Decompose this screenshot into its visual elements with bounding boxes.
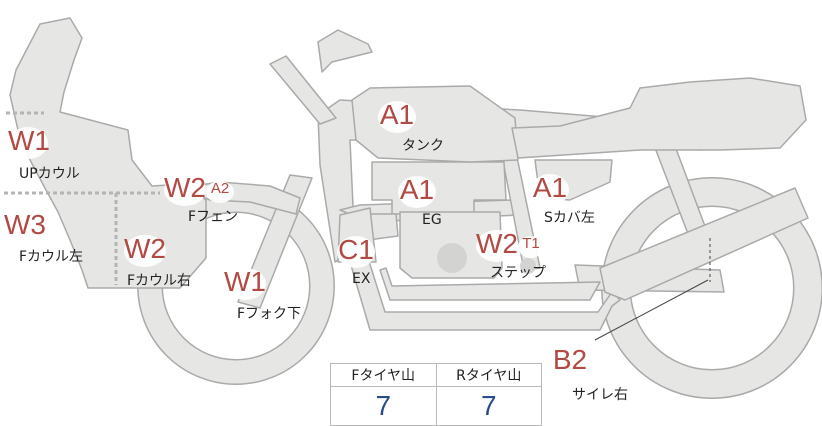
step-sub-code: T1 [518, 236, 544, 258]
front-fender-code: W2 [164, 174, 206, 206]
left-cowl-label: Fカウル左 [19, 249, 84, 265]
silencer-code: B2 [550, 346, 590, 378]
tire-tread-table: Fタイヤ山 Rタイヤ山 7 7 [330, 363, 542, 426]
silencer-leader [594, 279, 709, 341]
front-fender-sub-code: A2 [206, 181, 234, 203]
right-cowl-code: W2 [124, 235, 166, 267]
rear-tire-value: 7 [435, 386, 542, 426]
left-cowl-code: W3 [4, 211, 46, 243]
seat [511, 77, 807, 159]
front-tire-value: 7 [330, 386, 437, 426]
exhaust-label: EX [352, 271, 371, 287]
front-fork-label: Fフォク下 [237, 306, 302, 322]
front-fender-label: Fフェン [188, 209, 239, 225]
tank-label: タンク [402, 138, 444, 154]
handlebar [317, 29, 373, 73]
upper-cowl-label: UPカウル [19, 166, 80, 182]
step-label: ステップ [490, 265, 546, 281]
eg-label: EG [422, 212, 442, 228]
silencer-label: サイレ右 [572, 387, 628, 403]
step-code: W2 [476, 230, 518, 262]
front-fork-code: W1 [224, 268, 266, 300]
exhaust-code: C1 [337, 236, 375, 268]
upper-cowl-code: W1 [8, 127, 50, 159]
tank-code: A1 [378, 101, 416, 133]
muffler [599, 187, 809, 301]
rear-tire-header: Rタイヤ山 [435, 363, 542, 387]
exhaust-upper [379, 267, 601, 301]
side-cover-label: Sカバ左 [544, 210, 595, 226]
right-cowl-label: Fカウル右 [127, 273, 192, 289]
side-cover-code: A1 [531, 174, 569, 206]
front-tire-header: Fタイヤ山 [330, 363, 437, 387]
eg-code: A1 [398, 176, 436, 208]
